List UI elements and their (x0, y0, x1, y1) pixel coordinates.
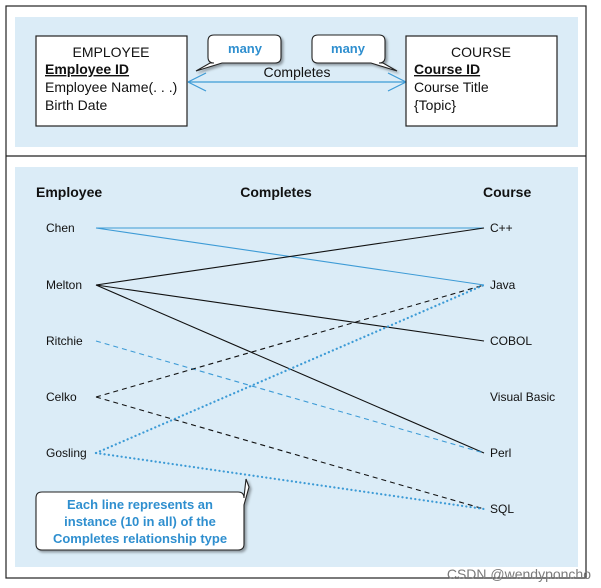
cardinality-label-right: many (331, 41, 366, 56)
watermark: CSDN @wendyponcho (446, 566, 591, 582)
course-instance-label: SQL (490, 502, 514, 516)
callout-line: Completes relationship type (53, 531, 227, 546)
course-entity: COURSE Course ID Course Title {Topic} (405, 35, 558, 127)
cardinality-callout-right: many (311, 34, 398, 72)
employee-instance-label: Ritchie (46, 334, 83, 348)
instance-link (94, 451, 486, 511)
cardinality-callout-left: many (195, 34, 282, 72)
employee-entity-name: EMPLOYEE (72, 44, 149, 60)
instance-link (95, 227, 485, 286)
completes-relationship-line (187, 72, 407, 92)
course-instance-label: C++ (490, 221, 513, 235)
instance-link (94, 283, 486, 455)
instance-callout: Each line represents an instance (10 in … (35, 478, 250, 551)
employee-instance-label: Gosling (46, 446, 87, 460)
employee-key-attribute: Employee ID (45, 61, 129, 77)
course-column-header: Course (483, 184, 531, 200)
instance-link (95, 284, 485, 398)
employee-instance-label: Melton (46, 278, 82, 292)
callout-line: Each line represents an (67, 497, 213, 512)
employee-instance-label: Celko (46, 390, 77, 404)
course-instance-label: COBOL (490, 334, 532, 348)
course-attribute: Course Title (414, 79, 489, 95)
relationship-label: Completes (264, 64, 331, 80)
cardinality-label-left: many (228, 41, 263, 56)
callout-line: instance (10 in all) of the (64, 514, 216, 529)
employee-attribute: Employee Name(. . .) (45, 79, 177, 95)
instance-link (95, 284, 485, 342)
instance-link (95, 340, 485, 454)
relationship-column-header: Completes (240, 184, 312, 200)
course-instance-label: Visual Basic (490, 390, 555, 404)
instance-links (94, 227, 486, 511)
instance-link (95, 396, 485, 510)
employee-instance-label: Chen (46, 221, 75, 235)
course-instance-label: Perl (490, 446, 511, 460)
course-instance-label: Java (490, 278, 516, 292)
course-entity-name: COURSE (451, 44, 511, 60)
employee-column-header: Employee (36, 184, 102, 200)
course-key-attribute: Course ID (414, 61, 480, 77)
employee-attribute: Birth Date (45, 97, 107, 113)
employee-entity: EMPLOYEE Employee ID Employee Name(. . .… (35, 35, 188, 127)
course-attribute: {Topic} (414, 97, 456, 113)
